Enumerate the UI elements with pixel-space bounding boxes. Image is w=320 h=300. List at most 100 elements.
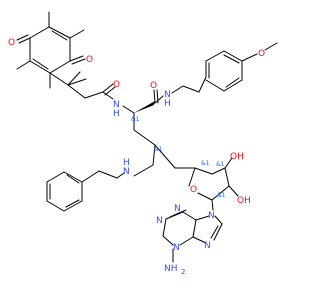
- nh2-label: NH: [164, 264, 178, 274]
- bond: [211, 185, 230, 201]
- nh2-subscript: 2: [181, 268, 185, 276]
- n-purine-7-label: N: [204, 241, 211, 251]
- bond: [205, 50, 225, 62]
- bond: [63, 200, 83, 212]
- stereo-labels: &1 &1 &1 &1 &1: [131, 116, 226, 199]
- backbone: [122, 85, 200, 177]
- bond: [48, 26, 71, 39]
- bond: [224, 167, 230, 187]
- bond: [49, 72, 69, 86]
- bond: [32, 58, 49, 70]
- bond: [195, 215, 210, 221]
- bond: [29, 60, 51, 74]
- bond: [211, 167, 226, 175]
- bond: [162, 235, 174, 246]
- ribose-ring: [174, 157, 239, 211]
- stereo-label-4: &1: [216, 161, 225, 168]
- benzyl-group: [46, 170, 125, 212]
- o-quinone-bottom-label: O: [86, 55, 93, 65]
- bond: [223, 79, 243, 92]
- bond: [154, 144, 176, 169]
- bond: [192, 219, 197, 238]
- bond: [71, 58, 86, 65]
- bond: [49, 60, 71, 74]
- n-benzylamine-label: N: [123, 167, 130, 177]
- bond: [51, 30, 68, 41]
- wedge-bond: [134, 101, 155, 113]
- bond: [171, 85, 184, 94]
- o-ribose-label: O: [190, 185, 197, 195]
- bond: [197, 192, 213, 201]
- bond: [84, 91, 104, 99]
- quinone-ring: [16, 11, 86, 89]
- molecule-diagram: O O O O O N H N H N H OH OH O N N N N N …: [8, 11, 278, 276]
- bond: [241, 53, 258, 62]
- bond: [133, 129, 156, 146]
- linker-left: [49, 71, 116, 100]
- n-purine-5-label: N: [173, 243, 180, 253]
- h-amide-right-label: H: [164, 99, 171, 109]
- bond: [152, 144, 156, 166]
- stereo-label-5: &1: [217, 192, 226, 199]
- bond: [104, 86, 116, 96]
- bond: [67, 71, 81, 86]
- oh-lower-label: OH: [237, 196, 251, 206]
- bond: [116, 172, 125, 179]
- bond: [169, 209, 187, 218]
- o-amide-right-label: O: [150, 81, 157, 91]
- n-amide-left-label: N: [113, 100, 120, 110]
- stereo-label-2: &1: [154, 146, 163, 153]
- o-methoxy-label: O: [258, 49, 265, 59]
- bond: [198, 76, 207, 93]
- bond: [224, 157, 233, 169]
- bond: [179, 236, 194, 246]
- bond: [213, 223, 223, 241]
- bond: [46, 200, 65, 212]
- bond: [102, 83, 114, 93]
- n-purine-9-label: N: [208, 211, 215, 221]
- bond: [182, 85, 200, 93]
- bond: [188, 167, 196, 187]
- bond: [153, 89, 156, 104]
- bond: [228, 185, 239, 197]
- bond: [29, 26, 50, 39]
- bond: [66, 174, 80, 184]
- bond: [225, 77, 240, 88]
- bond: [162, 218, 167, 237]
- bond: [16, 34, 29, 41]
- bond: [264, 42, 278, 51]
- bond: [69, 55, 84, 62]
- bond: [154, 95, 164, 104]
- h-benzylamine-label: H: [123, 158, 130, 168]
- bond: [67, 84, 86, 99]
- n-purine-3-label: N: [156, 216, 163, 226]
- bond: [81, 170, 100, 183]
- molecule-svg: O O O O O N H N H N H OH OH O N N N N N …: [8, 11, 278, 276]
- stereo-label-1: &1: [131, 116, 140, 123]
- bond: [67, 78, 87, 86]
- atom-labels: O O O O O N H N H N H OH OH O N N N N N …: [8, 38, 265, 276]
- n-purine-1-label: N: [174, 204, 181, 214]
- bond: [156, 89, 159, 104]
- stereo-label-3: &1: [201, 160, 210, 167]
- bond: [65, 199, 80, 208]
- bond: [69, 29, 85, 39]
- bond: [223, 50, 243, 62]
- bond: [102, 91, 114, 100]
- n-amide-right-label: N: [164, 90, 171, 100]
- bond: [63, 171, 83, 183]
- oh-upper-label: OH: [230, 152, 244, 162]
- o-quinone-top-label: O: [8, 38, 15, 48]
- bond: [210, 225, 219, 239]
- bond: [133, 164, 154, 177]
- bond: [18, 37, 31, 44]
- bond: [122, 105, 135, 114]
- bond: [214, 215, 223, 225]
- o-amide-left-label: O: [113, 80, 120, 90]
- bond: [194, 167, 213, 175]
- bond: [46, 171, 65, 183]
- bond: [205, 79, 225, 92]
- h-amide-left-label: H: [113, 109, 120, 119]
- bond: [16, 60, 31, 70]
- bond: [211, 199, 214, 211]
